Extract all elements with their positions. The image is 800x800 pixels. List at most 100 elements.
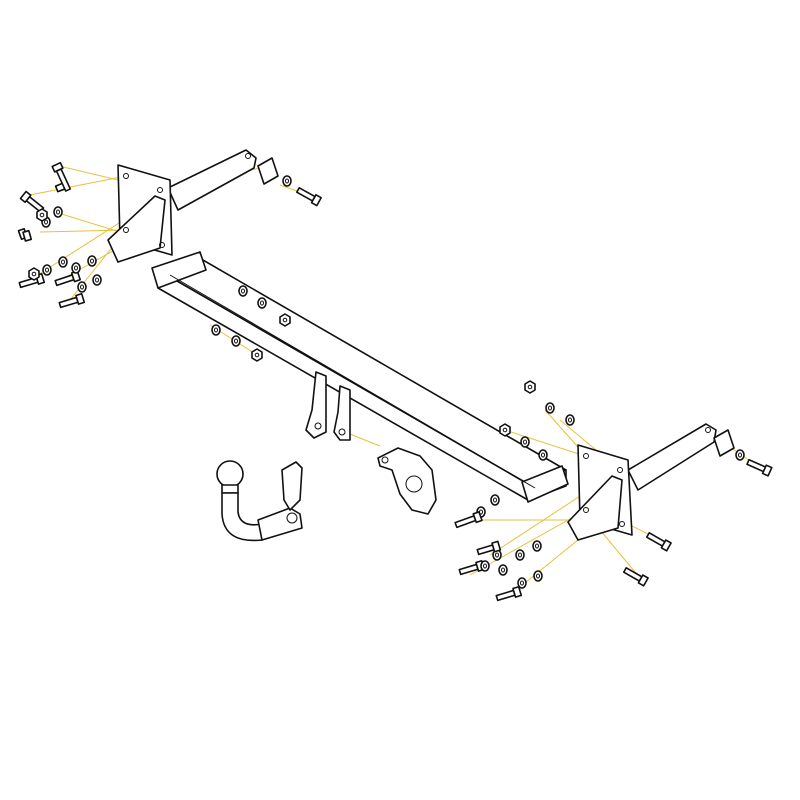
washer [532,540,542,552]
washer-ring [282,175,292,187]
washer [87,255,97,267]
nut [251,348,263,362]
parts-group [17,149,773,602]
nut-hex [28,267,40,281]
washer [211,324,221,336]
washer-hole [738,452,742,458]
washer-hole [90,258,94,264]
washer [53,206,63,218]
washer [520,436,530,448]
bolt-head [660,539,672,552]
bolt [22,229,33,242]
guide-line [599,529,641,579]
nut-hex [36,208,48,222]
washer [545,402,555,414]
nut-hole [527,384,533,390]
washer-ring [53,206,63,218]
washer-hole [214,327,218,333]
washer-ring [498,564,508,576]
washer-hole [536,573,540,579]
nut [28,267,40,281]
bolt-shank [458,563,479,576]
washer-ring [565,414,575,426]
washer-hole [518,552,522,558]
washer-ring [480,560,490,572]
bolt-head [637,574,649,587]
washer-hole [568,417,572,423]
washer-ring [515,549,525,561]
nut-hole [31,271,37,277]
guide-line [39,229,127,233]
washer-hole [234,338,238,344]
washer [490,494,500,506]
washer-ring [545,402,555,414]
washer-ring [77,281,87,293]
washer [257,297,267,309]
tow-ball-neck [216,460,303,542]
bolt [495,585,523,602]
washer-ring [211,324,221,336]
bolt-head [75,292,86,305]
bolt-head [472,511,483,524]
bolt [622,567,649,587]
washer [517,577,527,589]
nut-hex [499,423,511,437]
nut-hole [39,212,45,218]
washer-hole [520,580,524,586]
bolt [454,511,483,529]
washer [71,262,81,274]
washer [735,449,745,461]
washer [498,564,508,576]
washer-hole [260,300,264,306]
nut [499,423,511,437]
bolt-shank [295,187,316,202]
washer-ring [532,540,542,552]
bolt [476,540,502,556]
washer-ring [238,285,248,297]
washer-ring [42,264,52,276]
socket-plate [377,447,437,515]
washer-hole [495,552,499,558]
washer [565,414,575,426]
washer-hole [541,452,545,458]
washer-hole [241,288,245,294]
bolt-shank [454,515,477,529]
bolt-shank [746,458,767,473]
washer-hole [483,563,487,569]
washer [480,560,490,572]
bolt-head [761,464,773,477]
bolt [746,458,773,477]
guide-line [504,429,586,457]
washer-hole [523,439,527,445]
washer [238,285,248,297]
washer [58,256,68,268]
washer-hole [61,259,65,265]
nut [36,208,48,222]
bolt [58,292,86,309]
bolt [51,161,72,192]
washer-ring [517,577,527,589]
washer-ring [58,256,68,268]
bolt-head [491,540,502,553]
bolt-shank [645,532,666,547]
washer-ring [231,335,241,347]
washer-hole [56,209,60,215]
washer-ring [735,449,745,461]
bolt-head [512,585,523,598]
washer [515,549,525,561]
nut-hole [502,427,508,433]
fastener-hardware [17,157,773,602]
washer-hole [548,405,552,411]
left-mounting-bracket [107,149,257,263]
nut-hex [279,313,291,327]
washer-ring [92,274,102,286]
washer-hole [44,219,48,225]
guide-line [344,431,381,447]
spacer-plate [257,157,279,185]
nut-hole [254,352,260,358]
bolt [295,187,322,207]
washer [533,570,543,582]
washer [538,449,548,461]
guide-line [29,175,127,196]
bolt-shank [58,296,79,309]
